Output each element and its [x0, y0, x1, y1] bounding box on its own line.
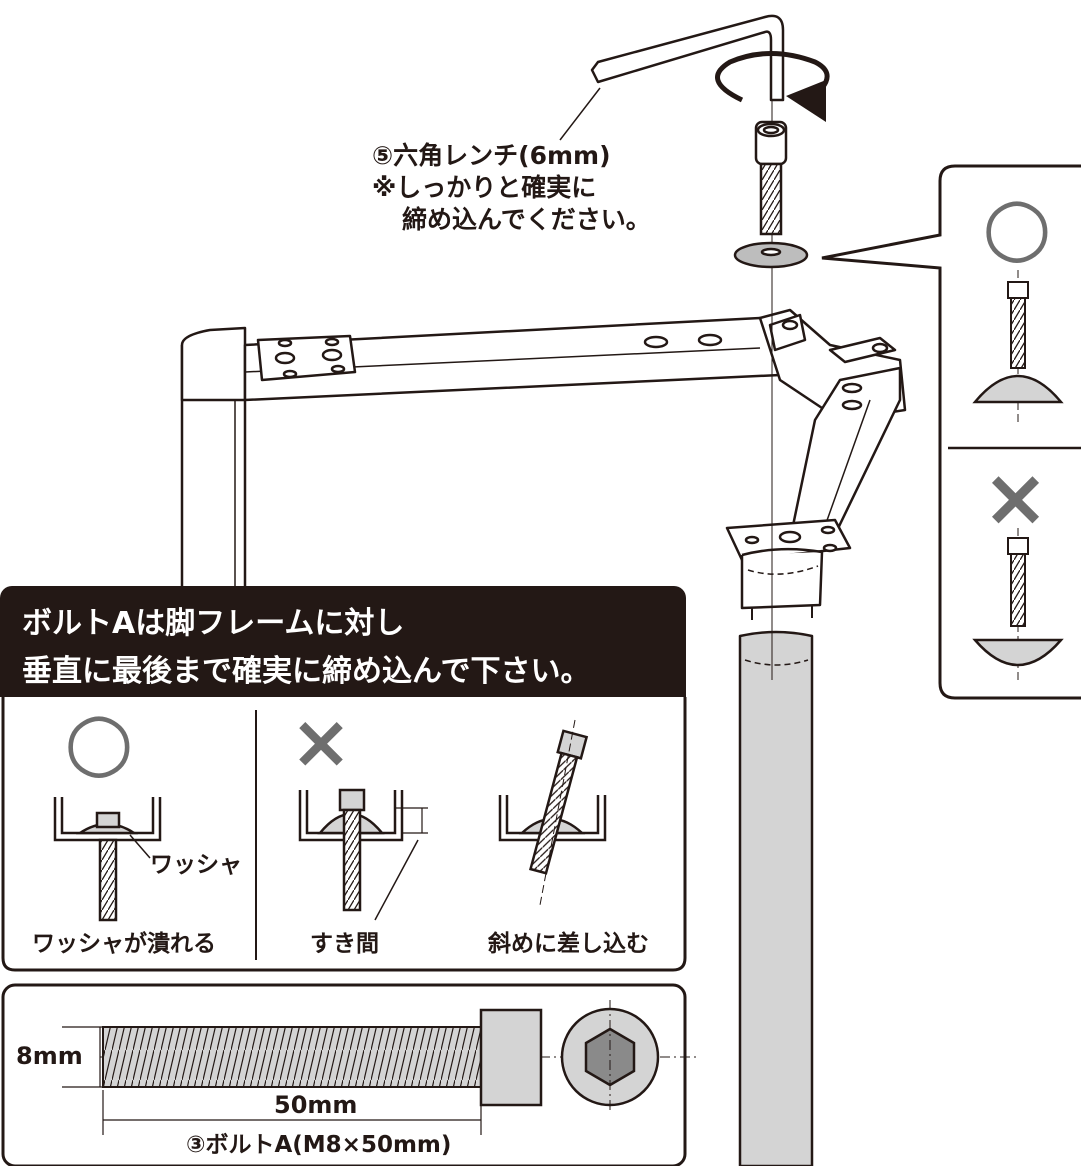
side-detail-callout: [821, 164, 1081, 700]
bolt-a: [754, 120, 788, 236]
example-gap-caption: すき間: [310, 931, 379, 957]
example-angled-caption: 斜めに差し込む: [488, 931, 649, 957]
bolt-spec-panel: [1, 983, 700, 1166]
bolt-diameter-label: 8mm: [16, 1042, 83, 1070]
hex-wrench: [590, 14, 785, 102]
warning-heading-line2: 垂直に最後まで確実に締め込んで下さい。: [22, 654, 591, 689]
bolt-length-label: 50mm: [274, 1091, 358, 1119]
wrench-leader-line: [559, 87, 601, 141]
washer: [733, 241, 809, 269]
washer-callout: ワッシャ: [150, 852, 242, 878]
wrench-note-line2: 締め込んでください。: [402, 205, 651, 234]
rotation-arrow-icon: [715, 51, 830, 122]
example-good-caption: ワッシャが潰れる: [32, 931, 216, 957]
warning-heading-line1: ボルトAは脚フレームに対し: [22, 606, 405, 641]
example-gap-mark: ×: [290, 699, 353, 785]
example-good-mark: ○: [64, 694, 134, 787]
side-good-mark: ○: [982, 179, 1052, 272]
side-bad-mark: ×: [982, 451, 1050, 544]
wrench-label: ⑤六角レンチ(6mm): [372, 141, 611, 170]
wrench-note-line1: ※しっかりと確実に: [372, 173, 597, 202]
warning-panel: [1, 697, 687, 972]
warning-header: ボルトAは脚フレームに対し 垂直に最後まで確実に締め込んで下さい。: [0, 586, 686, 697]
leg-frame: [180, 308, 907, 1166]
bolt-part-label: ③ボルトA(M8×50mm): [186, 1132, 452, 1158]
